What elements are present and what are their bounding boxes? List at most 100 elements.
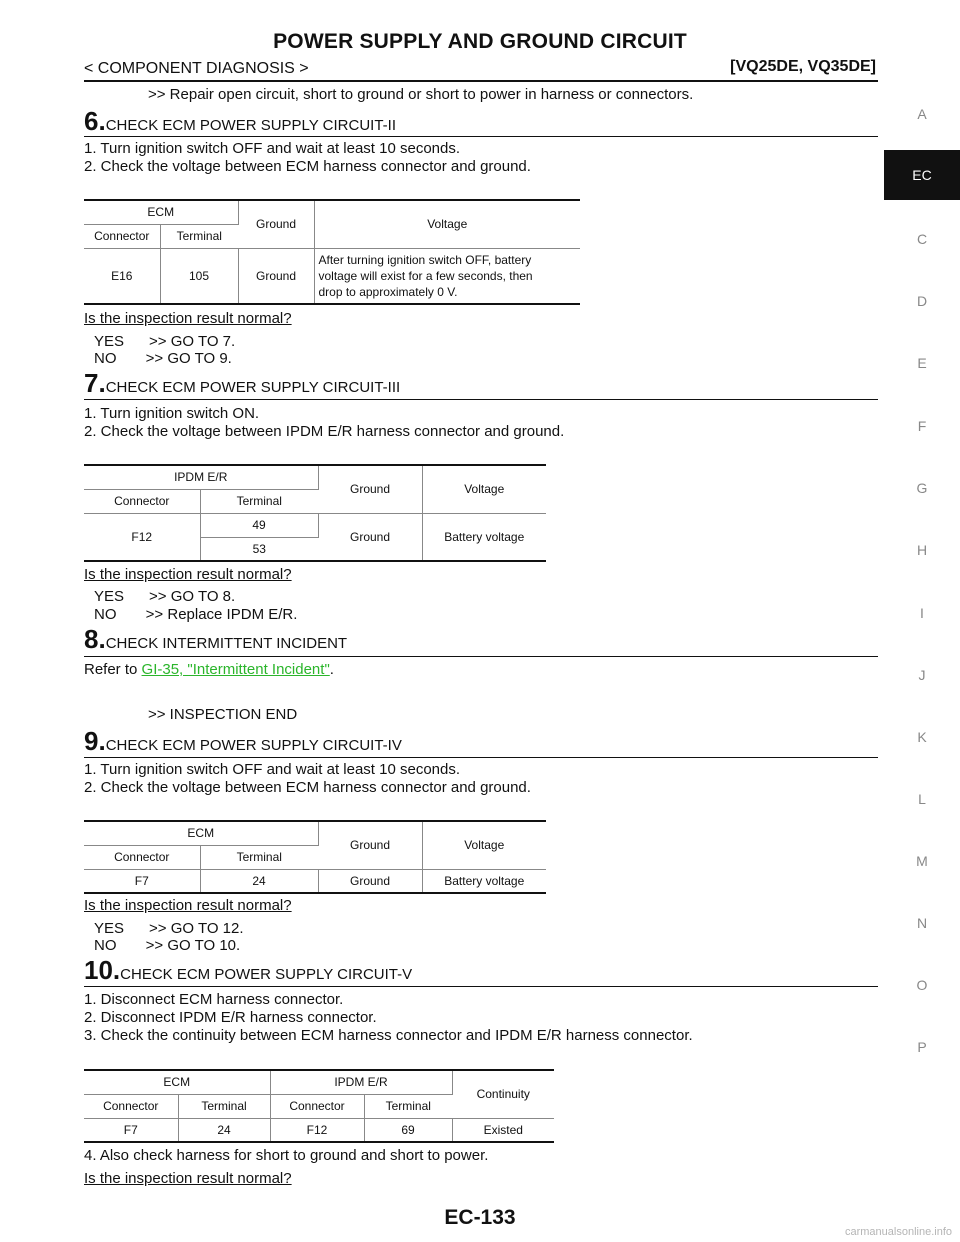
table-cell-ecm-connector: F7	[84, 1118, 179, 1143]
step-8-title: CHECK INTERMITTENT INCIDENT	[105, 635, 348, 652]
table-cell-terminal: 105	[160, 248, 239, 305]
step-9-no: NO >> GO TO 10.	[94, 937, 241, 954]
step-10-title: CHECK ECM POWER SUPPLY CIRCUIT-V	[120, 966, 413, 983]
step-7-instruction-1: 1. Turn ignition switch ON.	[84, 405, 260, 422]
reference-suffix: .	[329, 661, 334, 678]
table-header-continuity: Continuity	[452, 1069, 554, 1119]
tab-a[interactable]: A	[917, 106, 927, 122]
table-cell-ground: Ground	[238, 248, 315, 305]
step-10-heading: 10.CHECK ECM POWER SUPPLY CIRCUIT-V	[84, 955, 412, 986]
table-header-terminal: Terminal	[200, 489, 318, 514]
table-header-terminal: Terminal	[364, 1094, 452, 1119]
tab-ec[interactable]: EC	[884, 150, 960, 200]
table-header-ipdm: IPDM E/R	[270, 1069, 453, 1095]
step-10-number: 10.	[84, 955, 121, 985]
page-title: POWER SUPPLY AND GROUND CIRCUIT	[273, 30, 687, 53]
tab-c[interactable]: C	[916, 231, 928, 247]
step-6-heading: 6.CHECK ECM POWER SUPPLY CIRCUIT-II	[84, 106, 396, 137]
table-header-voltage: Voltage	[422, 820, 546, 870]
step-7-instruction-2: 2. Check the voltage between IPDM E/R ha…	[84, 423, 565, 440]
step-10-rule	[84, 986, 878, 987]
step-8-end: >> INSPECTION END	[148, 706, 298, 723]
step-9-rule	[84, 757, 878, 758]
step-7-heading: 7.CHECK ECM POWER SUPPLY CIRCUIT-III	[84, 368, 400, 399]
tab-f[interactable]: F	[917, 418, 927, 434]
step-6-number: 6.	[84, 106, 106, 136]
table-header-terminal: Terminal	[178, 1094, 271, 1119]
tab-h[interactable]: H	[916, 542, 928, 558]
voltage-line-3: drop to approximately 0 V.	[318, 284, 458, 299]
step-6-question: Is the inspection result normal?	[84, 310, 292, 327]
step-6-table: ECM Ground Voltage Connector Terminal E1…	[84, 199, 580, 305]
header-rule	[84, 80, 878, 82]
step-10-instruction-3: 3. Check the continuity between ECM harn…	[84, 1027, 693, 1044]
reference-prefix: Refer to	[84, 661, 142, 678]
tab-m[interactable]: M	[916, 853, 928, 869]
step-7-question: Is the inspection result normal?	[84, 566, 292, 583]
table-header-connector: Connector	[84, 489, 201, 514]
table-cell-connector: F12	[84, 513, 201, 562]
step-9-number: 9.	[84, 726, 106, 756]
step-10-instruction-4: 4. Also check harness for short to groun…	[84, 1147, 489, 1164]
step-9-heading: 9.CHECK ECM POWER SUPPLY CIRCUIT-IV	[84, 726, 402, 757]
table-header-connector: Connector	[270, 1094, 365, 1119]
table-cell-terminal: 53	[200, 537, 318, 562]
intermittent-incident-link[interactable]: GI-35, "Intermittent Incident"	[141, 661, 330, 678]
step-9-table: ECM Ground Voltage Connector Terminal F7…	[84, 820, 546, 894]
step-9-instruction-2: 2. Check the voltage between ECM harness…	[84, 779, 531, 796]
repair-instruction: >> Repair open circuit, short to ground …	[148, 86, 694, 103]
table-header-connector: Connector	[84, 1094, 179, 1119]
table-cell-ipdm-terminal: 69	[364, 1118, 453, 1143]
table-header-group: ECM	[84, 820, 319, 846]
table-header-connector: Connector	[84, 845, 201, 870]
tab-p[interactable]: P	[917, 1039, 927, 1055]
voltage-line-2: voltage will exist for a few seconds, th…	[318, 268, 533, 283]
table-cell-ipdm-connector: F12	[270, 1118, 365, 1143]
voltage-line-1: After turning ignition switch OFF, batte…	[318, 252, 532, 267]
step-9-instruction-1: 1. Turn ignition switch OFF and wait at …	[84, 761, 461, 778]
page-number: EC-133	[444, 1206, 516, 1229]
tab-o[interactable]: O	[916, 977, 928, 993]
table-header-ecm: ECM	[84, 1069, 271, 1095]
table-header-terminal: Terminal	[160, 224, 238, 249]
step-6-instruction-2: 2. Check the voltage between ECM harness…	[84, 158, 531, 175]
step-6-instruction-1: 1. Turn ignition switch OFF and wait at …	[84, 140, 461, 157]
tab-d[interactable]: D	[916, 293, 928, 309]
step-9-title: CHECK ECM POWER SUPPLY CIRCUIT-IV	[105, 737, 402, 754]
step-8-heading: 8.CHECK INTERMITTENT INCIDENT	[84, 624, 347, 655]
table-cell-terminal: 49	[200, 513, 319, 538]
table-cell-voltage: Battery voltage	[422, 513, 546, 562]
table-cell-ground: Ground	[318, 869, 423, 894]
tab-k[interactable]: K	[917, 729, 927, 745]
tab-n[interactable]: N	[916, 915, 928, 931]
tab-e[interactable]: E	[917, 355, 927, 371]
table-cell-connector: F7	[84, 869, 201, 894]
table-header-ground: Ground	[318, 820, 423, 870]
table-header-connector: Connector	[84, 224, 161, 249]
step-6-title: CHECK ECM POWER SUPPLY CIRCUIT-II	[105, 117, 397, 134]
step-6-yes: YES >> GO TO 7.	[94, 333, 236, 350]
step-7-yes: YES >> GO TO 8.	[94, 588, 236, 605]
table-cell-voltage: Battery voltage	[422, 869, 546, 894]
tab-j[interactable]: J	[918, 667, 926, 683]
step-6-rule	[84, 136, 878, 137]
breadcrumb: < COMPONENT DIAGNOSIS >	[84, 60, 309, 77]
tab-l[interactable]: L	[918, 791, 926, 807]
step-7-table: IPDM E/R Ground Voltage Connector Termin…	[84, 464, 546, 562]
tab-g[interactable]: G	[916, 480, 928, 496]
engine-model: [VQ25DE, VQ35DE]	[730, 58, 876, 75]
step-7-title: CHECK ECM POWER SUPPLY CIRCUIT-III	[105, 379, 401, 396]
step-6-no: NO >> GO TO 9.	[94, 350, 232, 367]
table-header-voltage: Voltage	[314, 199, 580, 249]
step-8-reference: Refer to GI-35, "Intermittent Incident".	[84, 661, 334, 679]
table-header-voltage: Voltage	[422, 464, 546, 514]
table-header-ground: Ground	[238, 199, 315, 249]
tab-i[interactable]: I	[920, 605, 924, 621]
step-9-question: Is the inspection result normal?	[84, 897, 292, 914]
table-header-terminal: Terminal	[200, 845, 318, 870]
step-10-instruction-2: 2. Disconnect IPDM E/R harness connector…	[84, 1009, 377, 1026]
step-7-no: NO >> Replace IPDM E/R.	[94, 606, 298, 623]
table-header-ground: Ground	[318, 464, 423, 514]
step-7-rule	[84, 399, 878, 400]
table-header-group: IPDM E/R	[84, 464, 319, 490]
